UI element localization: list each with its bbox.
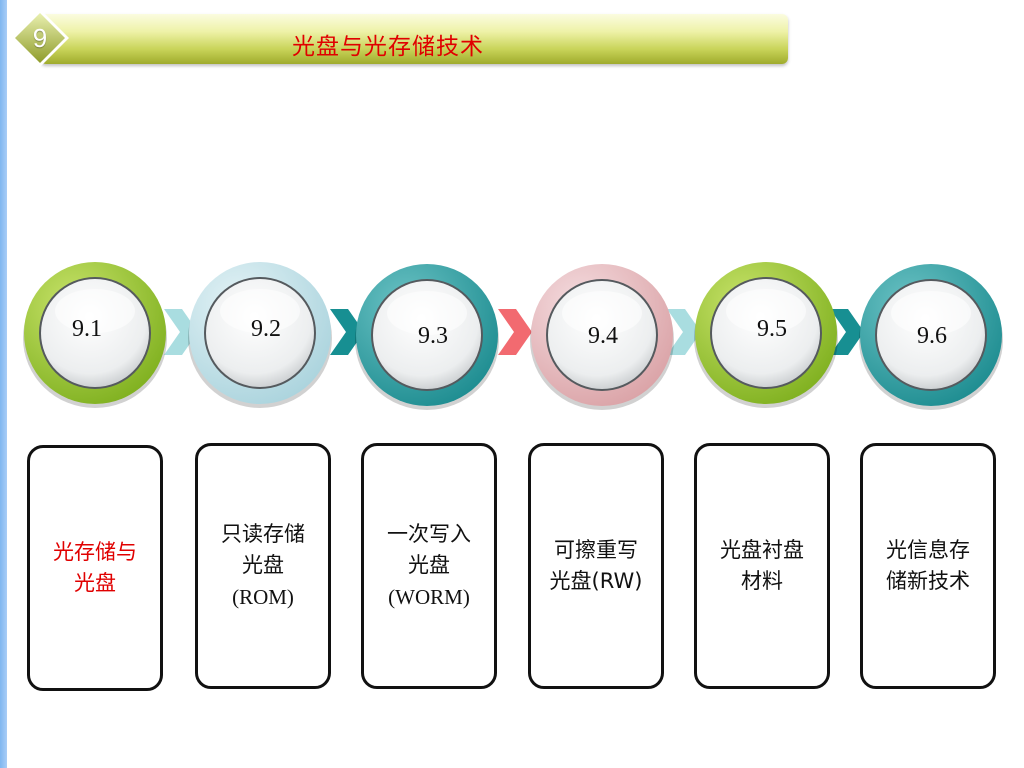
- title-banner: [40, 14, 788, 64]
- chevron-right-icon: [498, 309, 532, 355]
- section-number: 9: [32, 22, 48, 53]
- chevron-shape: [667, 309, 701, 355]
- topic-line: 光盘: [242, 553, 284, 578]
- topic-text: 可擦重写 光盘(RW): [544, 535, 649, 598]
- topic-text: 光存储与 光盘: [47, 537, 143, 600]
- step-label: 9.5: [757, 316, 787, 342]
- step-label: 9.3: [418, 323, 448, 349]
- topic-line: 光盘衬盘: [720, 537, 804, 562]
- topic-box-9-4[interactable]: 可擦重写 光盘(RW): [528, 443, 664, 689]
- topic-line: 光存储与: [53, 539, 137, 564]
- topic-text: 光信息存 储新技术: [880, 535, 976, 598]
- topic-line: (WORM): [388, 584, 470, 609]
- topic-line: 光盘(RW): [549, 569, 643, 593]
- topic-box-9-3[interactable]: 一次写入 光盘 (WORM): [361, 443, 497, 689]
- circle-gloss: [726, 289, 806, 333]
- left-accent-bar: [0, 0, 7, 768]
- topic-line: (ROM): [232, 584, 294, 609]
- chevron-right-icon: [830, 309, 864, 355]
- topic-line: 光盘: [408, 553, 450, 578]
- step-label: 9.2: [251, 316, 281, 342]
- topic-line: 可擦重写: [553, 537, 638, 562]
- chevron-shape: [830, 309, 864, 355]
- chevron-shape: [164, 309, 198, 355]
- step-circle-9-6[interactable]: [856, 261, 1006, 411]
- topic-box-9-5[interactable]: 光盘衬盘 材料: [694, 443, 830, 689]
- topic-box-9-6[interactable]: 光信息存 储新技术: [860, 443, 996, 689]
- chevron-shape: [330, 309, 364, 355]
- step-circle-9-1[interactable]: [20, 259, 170, 409]
- chevron-right-icon: [667, 309, 701, 355]
- topic-box-9-1[interactable]: 光存储与 光盘: [27, 445, 163, 691]
- step-label: 9.6: [917, 323, 947, 349]
- step-label: 9.4: [588, 323, 618, 349]
- topic-line: 材料: [741, 569, 783, 593]
- chevron-shape: [498, 309, 532, 355]
- circle-gloss: [891, 291, 971, 335]
- section-diamond-icon: [11, 9, 69, 67]
- topic-line: 光信息存: [886, 537, 970, 562]
- topic-line: 一次写入: [387, 521, 471, 546]
- topic-line: 光盘: [74, 571, 116, 595]
- topic-text: 光盘衬盘 材料: [714, 535, 810, 598]
- step-circle-9-2[interactable]: [185, 259, 335, 409]
- step-circle-9-5[interactable]: [691, 259, 841, 409]
- step-circle-9-4[interactable]: [527, 261, 677, 411]
- circle-gloss: [387, 291, 467, 335]
- step-circle-9-3[interactable]: [352, 261, 502, 411]
- chevron-right-icon: [164, 309, 198, 355]
- topic-line: 只读存储: [221, 521, 305, 546]
- circle-gloss: [562, 291, 642, 335]
- circle-gloss: [220, 289, 300, 333]
- topic-text: 只读存储 光盘 (ROM): [215, 519, 311, 614]
- step-label: 9.1: [72, 316, 102, 342]
- topic-line: 储新技术: [886, 569, 970, 593]
- topic-box-9-2[interactable]: 只读存储 光盘 (ROM): [195, 443, 331, 689]
- topic-text: 一次写入 光盘 (WORM): [381, 519, 477, 614]
- chevron-right-icon: [330, 309, 364, 355]
- page-title: 光盘与光存储技术: [292, 34, 484, 60]
- circle-gloss: [55, 289, 135, 333]
